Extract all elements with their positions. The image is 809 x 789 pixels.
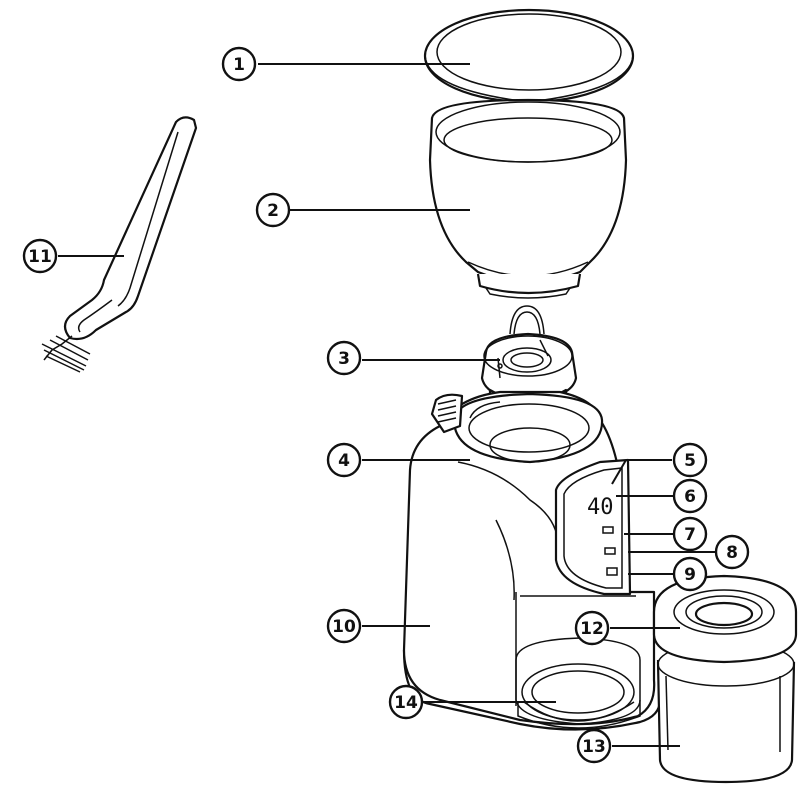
svg-text:9: 9 xyxy=(684,565,696,585)
callout-8: 8 xyxy=(714,534,750,570)
callout-2: 2 xyxy=(255,192,291,228)
svg-text:13: 13 xyxy=(582,737,606,757)
grinder-body xyxy=(402,390,662,731)
callout-4: 4 xyxy=(326,442,362,478)
callout-1: 1 xyxy=(221,46,257,82)
callout-10: 10 xyxy=(326,608,362,644)
callout-5: 5 xyxy=(672,442,708,478)
bean-hopper xyxy=(428,98,628,299)
grounds-container xyxy=(656,641,796,784)
svg-text:7: 7 xyxy=(684,525,696,545)
svg-text:12: 12 xyxy=(580,619,604,639)
callout-3: 3 xyxy=(326,340,362,376)
callout-14: 14 xyxy=(388,684,424,720)
hopper-lid xyxy=(423,8,635,104)
svg-text:14: 14 xyxy=(394,693,418,713)
svg-text:3: 3 xyxy=(338,349,350,369)
svg-text:10: 10 xyxy=(332,617,356,637)
svg-text:11: 11 xyxy=(28,247,52,267)
leader-lines xyxy=(58,63,732,747)
svg-text:5: 5 xyxy=(684,451,696,471)
callout-11: 11 xyxy=(22,238,58,274)
callout-12: 12 xyxy=(574,610,610,646)
callout-6: 6 xyxy=(672,478,708,514)
callout-13: 13 xyxy=(576,728,612,764)
display-readout: 40 xyxy=(587,495,614,520)
svg-text:8: 8 xyxy=(726,543,738,563)
grounds-container-lid xyxy=(652,574,798,664)
control-buttons xyxy=(602,526,618,576)
svg-text:2: 2 xyxy=(267,201,279,221)
callout-9: 9 xyxy=(672,556,708,592)
svg-text:4: 4 xyxy=(338,451,350,471)
svg-text:6: 6 xyxy=(684,487,696,507)
cleaning-brush xyxy=(41,116,198,373)
callout-7: 7 xyxy=(672,516,708,552)
svg-text:1: 1 xyxy=(233,55,245,75)
